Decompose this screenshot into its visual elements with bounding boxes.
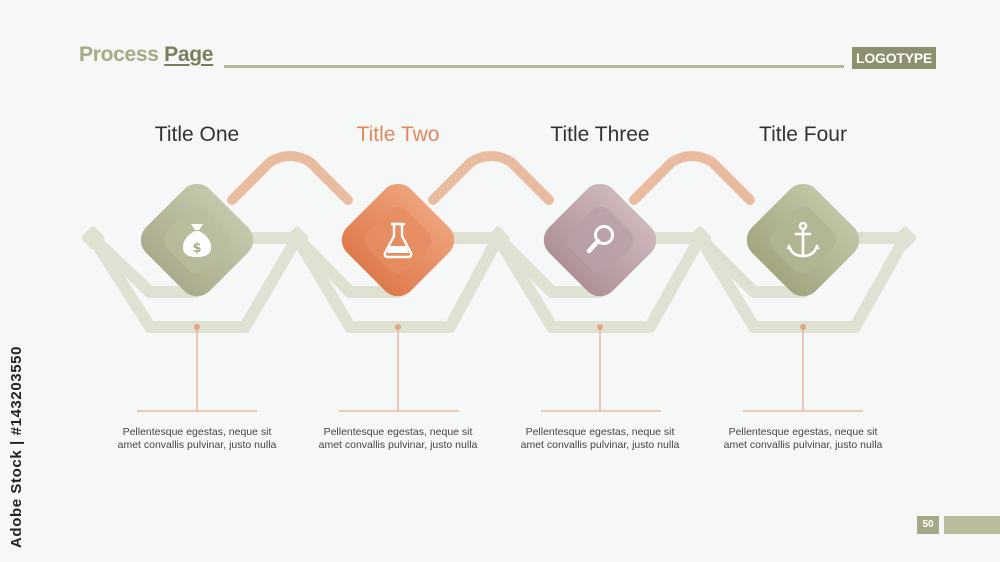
flask-icon — [383, 222, 413, 259]
header-rule — [224, 65, 844, 68]
step-2-description: Pellentesque egestas, neque sit amet con… — [318, 426, 478, 451]
money-bag-icon: $ — [182, 224, 212, 257]
title-part-1: Process — [79, 43, 165, 66]
page-bar — [944, 516, 1000, 534]
step-1-title: Title One — [154, 123, 240, 146]
step-3-title: Title Three — [550, 123, 650, 146]
page-number: 50 — [917, 516, 939, 534]
page-title: Process Page — [79, 43, 213, 67]
stems — [137, 327, 863, 412]
step-3-description: Pellentesque egestas, neque sit amet con… — [520, 426, 680, 451]
connector-arches — [227, 151, 755, 205]
step-2-diamond — [341, 183, 455, 297]
step-4-description: Pellentesque egestas, neque sit amet con… — [723, 426, 883, 451]
step-1-description: Pellentesque egestas, neque sit amet con… — [117, 426, 277, 451]
step-2-title: Title Two — [356, 123, 440, 146]
step-4-title: Title Four — [759, 123, 847, 146]
anchor-icon — [786, 221, 820, 258]
magnifier-icon — [586, 225, 614, 254]
title-part-2: Page — [164, 43, 214, 66]
svg-text:$: $ — [192, 241, 201, 256]
logotype: LOGOTYPE — [852, 47, 937, 69]
zigzag-caps — [81, 226, 917, 250]
stem-dots — [194, 324, 806, 330]
